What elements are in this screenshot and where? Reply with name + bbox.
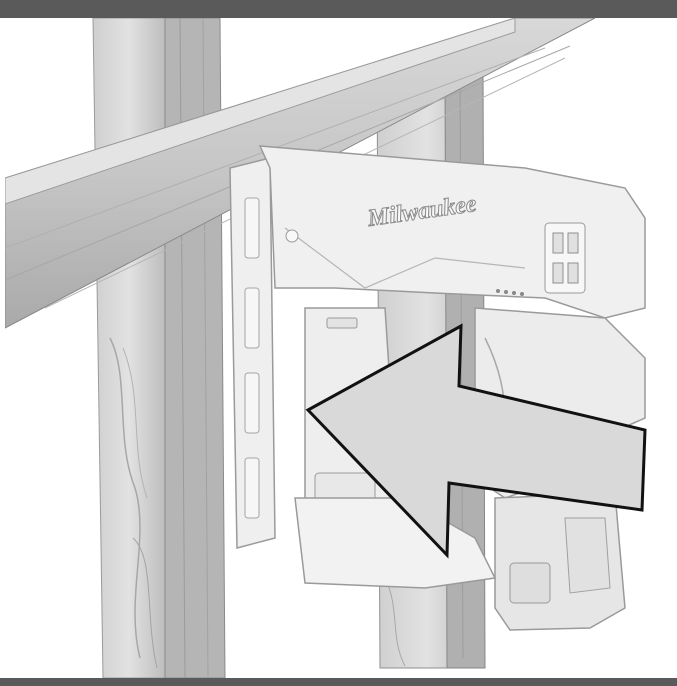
direction-arrow[interactable] [305,323,647,559]
bottom-border-bar [0,678,677,686]
installation-illustration: Milwaukee [5,18,647,678]
top-border-bar [0,0,677,18]
stapler-tool: Milwaukee [229,145,646,631]
